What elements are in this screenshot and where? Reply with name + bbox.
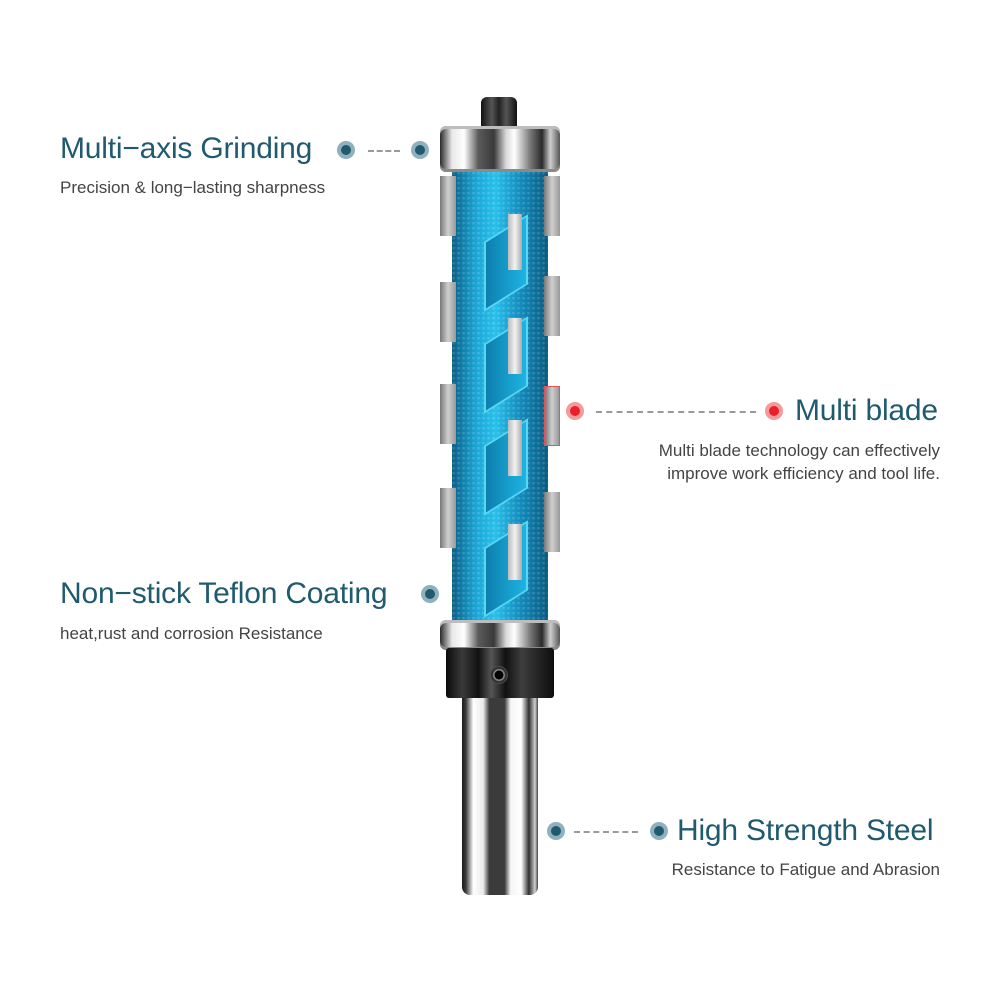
carbide-tooth [544, 176, 560, 236]
callout-dot-icon [337, 141, 355, 159]
feature-desc-multi-axis-grinding: Precision & long−lasting sharpness [60, 178, 326, 197]
carbide-tooth [544, 276, 560, 336]
carbide-tooth [440, 282, 456, 342]
callout-line [596, 411, 756, 413]
flute-insert [508, 420, 522, 476]
feature-desc-line-2: improve work efficiency and tool life. [667, 463, 940, 483]
feature-title-multi-blade: Multi blade [795, 394, 938, 427]
feature-desc-high-strength-steel: Resistance to Fatigue and Abrasion [671, 860, 940, 879]
feature-title-multi-axis-grinding: Multi−axis Grinding [60, 132, 313, 165]
flute-insert [508, 214, 522, 270]
feature-desc-teflon-coating: heat,rust and corrosion Resistance [60, 624, 323, 643]
set-screw-icon [490, 666, 508, 684]
flute-insert [508, 524, 522, 580]
carbide-tooth [440, 384, 456, 444]
carbide-tooth [440, 176, 456, 236]
feature-title-teflon-coating: Non−stick Teflon Coating [60, 577, 388, 610]
callout-line [368, 150, 400, 152]
top-screw [481, 97, 517, 127]
callout-dot-icon [411, 141, 429, 159]
top-bearing [440, 126, 560, 172]
flute-insert [508, 318, 522, 374]
callout-dot-icon [765, 402, 783, 420]
carbide-tooth [440, 488, 456, 548]
callout-dot-icon [547, 822, 565, 840]
callout-line [574, 831, 638, 833]
carbide-tooth [544, 492, 560, 552]
carbide-tooth [544, 386, 560, 446]
bottom-bearing [440, 620, 560, 650]
feature-title-high-strength-steel: High Strength Steel [677, 814, 934, 847]
callout-dot-icon [566, 402, 584, 420]
feature-desc-line-1: Multi blade technology can effectively [658, 441, 940, 460]
callout-dot-icon [650, 822, 668, 840]
shank [462, 698, 538, 895]
feature-desc-multi-blade: Multi blade technology can effectively i… [659, 440, 940, 486]
callout-dot-icon [421, 585, 439, 603]
